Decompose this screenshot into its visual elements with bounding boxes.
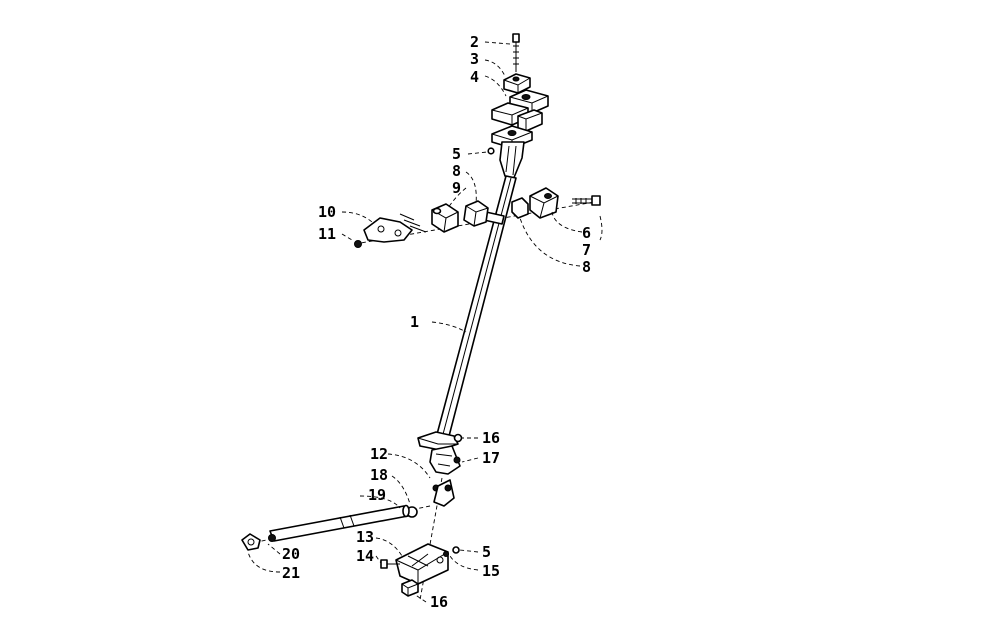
callout-8-right: 8 bbox=[582, 258, 591, 276]
callout-7: 7 bbox=[582, 241, 591, 259]
callout-21: 21 bbox=[282, 564, 300, 582]
callout-18: 18 bbox=[370, 466, 388, 484]
callout-6: 6 bbox=[582, 224, 591, 242]
callout-2: 2 bbox=[470, 33, 479, 51]
callout-16-lower: 16 bbox=[430, 593, 448, 611]
callout-5-lower: 5 bbox=[482, 543, 491, 561]
lower-bearing-plate-part bbox=[380, 543, 460, 585]
callout-13: 13 bbox=[356, 528, 374, 546]
callout-labels: 2 3 4 5 8 9 10 11 6 7 8 1 16 12 17 18 19… bbox=[282, 33, 591, 611]
ball-joint-part bbox=[241, 533, 276, 551]
callout-3: 3 bbox=[470, 50, 479, 68]
callout-16: 16 bbox=[482, 429, 500, 447]
steering-bracket-part bbox=[354, 213, 427, 248]
callout-20: 20 bbox=[282, 545, 300, 563]
upper-clamp-cap-part bbox=[503, 73, 531, 94]
tie-rod-part bbox=[269, 504, 410, 542]
leader-lines bbox=[247, 41, 603, 603]
upper-flange-part bbox=[491, 125, 533, 181]
bushing-clamp-part bbox=[431, 200, 489, 233]
lower-steering-arm-part bbox=[417, 431, 463, 475]
callout-5: 5 bbox=[452, 145, 461, 163]
bolt-part bbox=[512, 33, 520, 72]
callout-17: 17 bbox=[482, 449, 500, 467]
callout-9: 9 bbox=[452, 179, 461, 197]
callout-8: 8 bbox=[452, 162, 461, 180]
callout-4: 4 bbox=[470, 68, 479, 86]
tie-rod-end-part bbox=[406, 479, 455, 518]
callout-15: 15 bbox=[482, 562, 500, 580]
right-clamp-part bbox=[511, 187, 601, 219]
callout-11: 11 bbox=[318, 225, 336, 243]
nut-part bbox=[487, 147, 495, 155]
callout-12: 12 bbox=[370, 445, 388, 463]
callout-1: 1 bbox=[410, 313, 419, 331]
handlebar-clamp-part bbox=[491, 89, 549, 132]
assembly-axes bbox=[251, 40, 601, 601]
lower-bushing-part bbox=[401, 579, 419, 597]
callout-14: 14 bbox=[356, 547, 374, 565]
callout-19: 19 bbox=[368, 486, 386, 504]
callout-10: 10 bbox=[318, 203, 336, 221]
